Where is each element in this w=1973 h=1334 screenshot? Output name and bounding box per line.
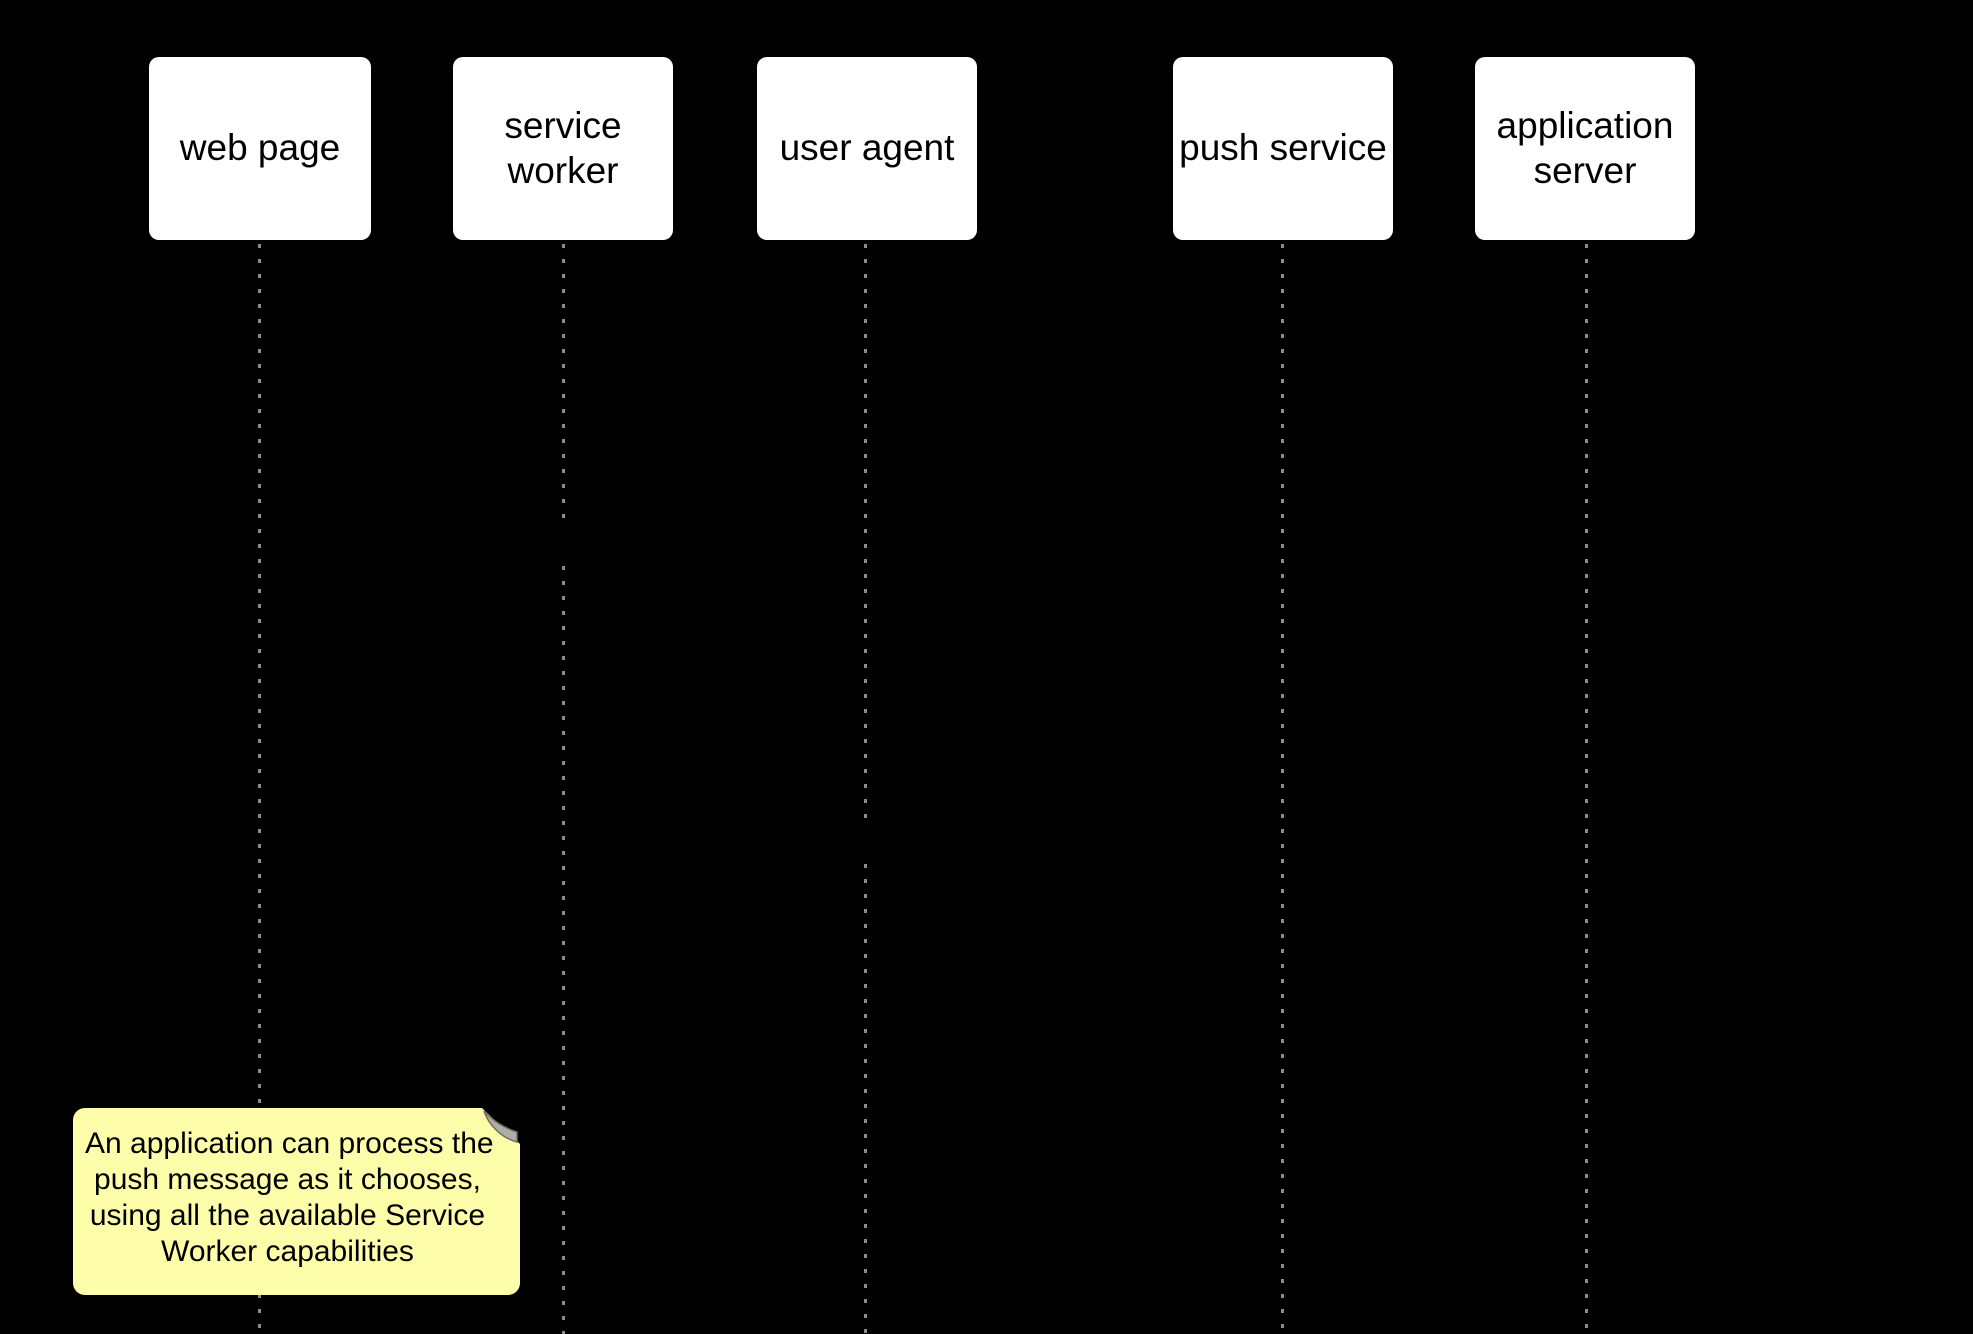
- lifeline-application-server: [1585, 244, 1588, 1334]
- actor-box-push-service: push service: [1173, 57, 1393, 240]
- note-text-line: using all the available Service: [89, 1199, 486, 1232]
- actor-box-user-agent: user agent: [757, 57, 977, 240]
- note-text-line: push message as it chooses,: [94, 1163, 481, 1196]
- actor-box-service-worker: service worker: [453, 57, 673, 240]
- actor-label-web-page: web page: [179, 127, 341, 169]
- lifeline-web-page: [258, 244, 261, 1334]
- note-push-message-processing: An application can process the push mess…: [73, 1108, 520, 1295]
- lifeline-service-worker: [562, 244, 565, 518]
- actor-label-push-service: push service: [1179, 127, 1387, 169]
- lifeline-service-worker: [562, 566, 565, 1334]
- note-text-line: Worker capabilities: [161, 1235, 414, 1268]
- actor-box-application-server: application server: [1475, 57, 1695, 240]
- folded-corner-icon: [482, 1108, 520, 1144]
- actor-box-web-page: web page: [149, 57, 371, 240]
- actor-label-application-server: application server: [1496, 105, 1674, 191]
- actor-label-user-agent: user agent: [779, 127, 955, 169]
- lifeline-user-agent: [864, 864, 867, 1334]
- note-text-line: An application can process the: [85, 1127, 494, 1160]
- lifeline-user-agent: [864, 244, 867, 823]
- actor-label-service-worker: service worker: [504, 105, 622, 191]
- lifeline-push-service: [1281, 244, 1284, 1334]
